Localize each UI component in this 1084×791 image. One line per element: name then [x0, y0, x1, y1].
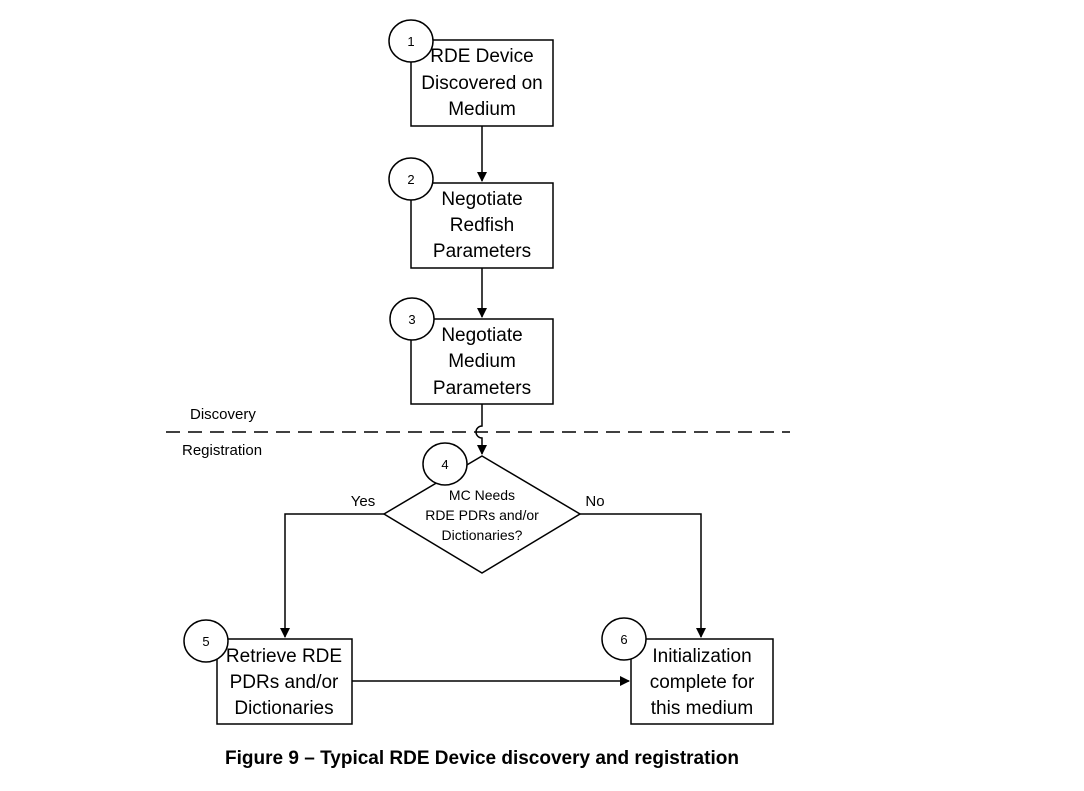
- arrow-yes-to-5: [280, 513, 384, 638]
- step-2-line-3: Parameters: [433, 241, 531, 262]
- figure-caption: Figure 9 – Typical RDE Device discovery …: [225, 748, 739, 769]
- step-5-line-3: Dictionaries: [234, 698, 333, 719]
- step-1-number: 1: [407, 34, 414, 49]
- step-3-badge: 3: [389, 297, 435, 341]
- no-label: No: [585, 493, 604, 510]
- step-4-line-2: RDE PDRs and/or: [425, 507, 539, 523]
- registration-label: Registration: [182, 442, 262, 459]
- step-1-badge: 1: [388, 19, 434, 63]
- step-3-number: 3: [408, 312, 415, 327]
- step-6-number: 6: [620, 632, 627, 647]
- step-2-line-1: Negotiate: [441, 189, 522, 210]
- arrow-no-to-6: [580, 513, 706, 638]
- discovery-label: Discovery: [190, 406, 256, 423]
- step-4-number: 4: [441, 457, 448, 472]
- step-6-line-2: complete for: [650, 672, 755, 693]
- step-2-line-2: Redfish: [450, 215, 514, 236]
- step-6-box: Initialization complete for this medium: [630, 638, 774, 725]
- step-4-decision: MC Needs RDE PDRs and/or Dictionaries?: [382, 455, 582, 574]
- step-5-badge: 5: [183, 619, 229, 663]
- step-2-badge: 2: [388, 157, 434, 201]
- step-5-line-1: Retrieve RDE: [226, 646, 342, 667]
- step-3-box: Negotiate Medium Parameters: [410, 318, 554, 405]
- step-4-line-3: Dictionaries?: [442, 527, 523, 543]
- step-2-box: Negotiate Redfish Parameters: [410, 182, 554, 269]
- yes-label: Yes: [351, 493, 375, 510]
- step-3-line-1: Negotiate: [441, 325, 522, 346]
- step-6-line-1: Initialization: [652, 646, 751, 667]
- step-1-line-3: Medium: [448, 99, 516, 120]
- step-1-line-1: RDE Device: [430, 46, 533, 67]
- step-3-line-3: Parameters: [433, 378, 531, 399]
- step-5-number: 5: [202, 634, 209, 649]
- step-4-line-1: MC Needs: [449, 487, 515, 503]
- step-3-line-2: Medium: [448, 351, 516, 372]
- step-1-line-2: Discovered on: [421, 73, 542, 94]
- step-5-box: Retrieve RDE PDRs and/or Dictionaries: [216, 638, 353, 725]
- step-6-line-3: this medium: [651, 698, 753, 719]
- step-5-line-2: PDRs and/or: [230, 672, 339, 693]
- arrow-3-to-4: [475, 404, 487, 455]
- step-4-badge: 4: [422, 442, 468, 486]
- step-1-box: RDE Device Discovered on Medium: [410, 39, 554, 127]
- step-6-badge: 6: [601, 617, 647, 661]
- step-2-number: 2: [407, 172, 414, 187]
